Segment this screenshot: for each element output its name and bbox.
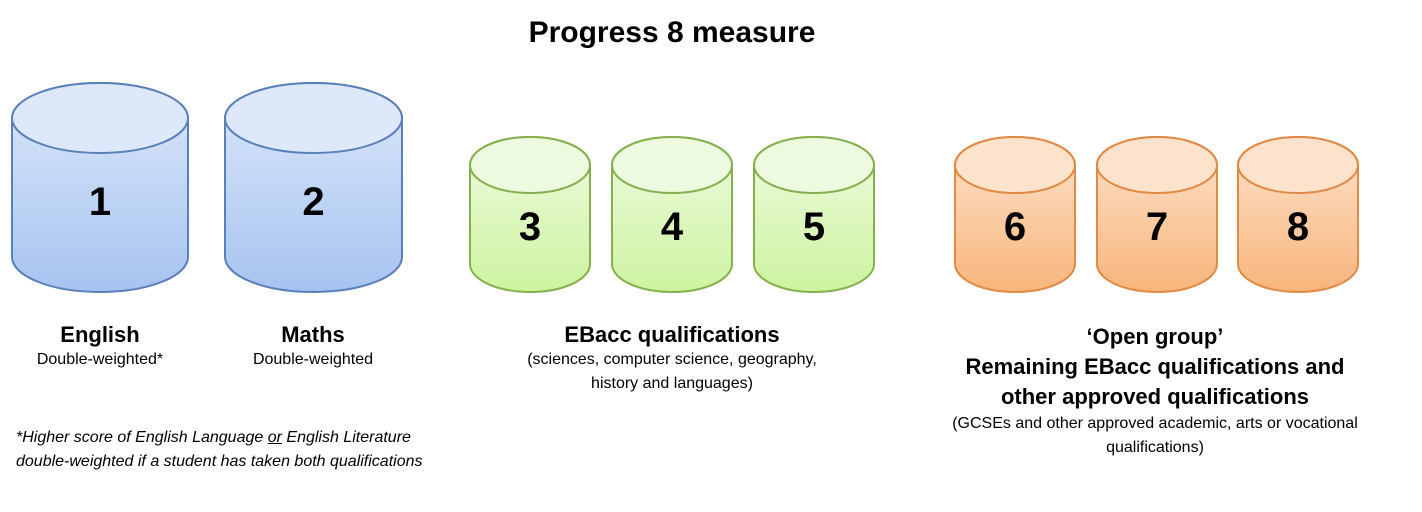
english-heading: English — [60, 322, 140, 347]
bucket-5: 5 — [753, 136, 875, 293]
open-group-label: ‘Open group’ Remaining EBacc qualificati… — [900, 322, 1410, 460]
maths-heading: Maths — [281, 322, 345, 347]
footnote-line-2: double-weighted if a student has taken b… — [16, 453, 423, 470]
open-heading-1: ‘Open group’ — [1086, 324, 1224, 349]
cylinder-top — [1096, 136, 1218, 194]
ebacc-heading: EBacc qualifications — [564, 322, 780, 347]
bucket-2: 2 — [224, 82, 403, 293]
cylinder-top — [954, 136, 1076, 194]
bucket-4: 4 — [611, 136, 733, 293]
footnote-or: or — [267, 429, 282, 446]
bucket-number: 3 — [519, 205, 541, 249]
bucket-number: 2 — [302, 180, 324, 224]
english-sub: Double-weighted* — [36, 351, 164, 368]
footnote: *Higher score of English Language or Eng… — [16, 426, 423, 474]
bucket-number: 1 — [89, 180, 111, 224]
bucket-6: 6 — [954, 136, 1076, 293]
open-heading-3: other approved qualifications — [1000, 384, 1310, 409]
maths-sub: Double-weighted — [252, 351, 374, 368]
ebacc-sub-1: (sciences, computer science, geography, — [527, 351, 817, 368]
bucket-1: 1 — [11, 82, 189, 293]
bucket-number: 8 — [1287, 205, 1309, 249]
cylinder-top — [611, 136, 733, 194]
cylinder-top — [753, 136, 875, 194]
diagram-title: Progress 8 measure — [528, 16, 816, 49]
cylinder-top — [11, 82, 189, 154]
english-label: English Double-weighted* — [0, 322, 200, 372]
bucket-7: 7 — [1096, 136, 1218, 293]
open-sub-2: qualifications) — [1106, 439, 1204, 456]
bucket-number: 5 — [803, 205, 825, 249]
footnote-pre: *Higher score of English Language — [16, 429, 268, 446]
footnote-post: English Literature — [281, 429, 411, 446]
ebacc-label: EBacc qualifications (sciences, computer… — [472, 322, 872, 396]
maths-label: Maths Double-weighted — [213, 322, 413, 372]
bucket-number: 7 — [1146, 205, 1168, 249]
bucket-number: 4 — [661, 205, 684, 249]
bucket-3: 3 — [469, 136, 591, 293]
bucket-8: 8 — [1237, 136, 1359, 293]
bucket-number: 6 — [1004, 205, 1026, 249]
ebacc-sub-2: history and languages) — [591, 375, 753, 392]
open-heading-2: Remaining EBacc qualifications and — [965, 354, 1345, 379]
cylinder-top — [1237, 136, 1359, 194]
cylinder-top — [469, 136, 591, 194]
open-sub-1: (GCSEs and other approved academic, arts… — [952, 415, 1358, 432]
cylinder-top — [224, 82, 403, 154]
